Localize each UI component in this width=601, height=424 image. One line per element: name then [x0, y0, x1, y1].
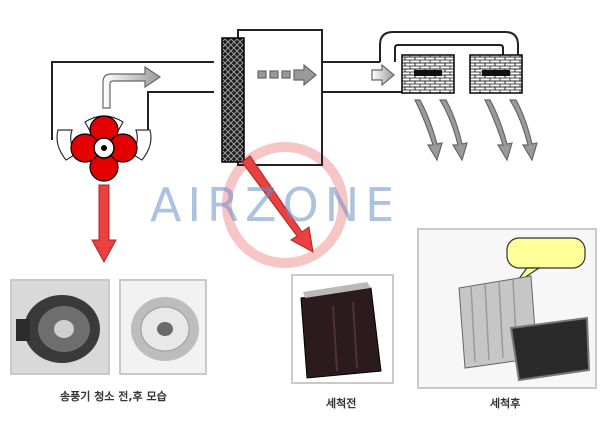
- photo-evaporator-after: [417, 228, 597, 389]
- photo-blower-before: [10, 279, 110, 375]
- caption-evaporator-before: 세척전: [326, 397, 357, 410]
- heater-slot-right: [482, 70, 510, 76]
- blower-fan-icon: [56, 115, 152, 182]
- blower-before-image: [12, 281, 108, 373]
- photo-evaporator-before: [291, 274, 394, 384]
- heater-slot-left: [414, 70, 442, 76]
- filter-core: [221, 37, 245, 163]
- blower-after-image: [121, 281, 205, 373]
- watermark-ring: [222, 142, 348, 268]
- caption-evaporator-after: 세척후: [490, 397, 521, 410]
- photo-blower-after: [119, 279, 207, 375]
- evaporator-after-image: [419, 230, 595, 387]
- airflow-arrows: [102, 63, 538, 162]
- evaporator-before-image: [293, 276, 392, 382]
- caption-blower: 송풍기 청소 전,후 모습: [60, 390, 167, 403]
- watermark-text: AIRZONE: [150, 178, 401, 232]
- red-arrows: [91, 155, 445, 323]
